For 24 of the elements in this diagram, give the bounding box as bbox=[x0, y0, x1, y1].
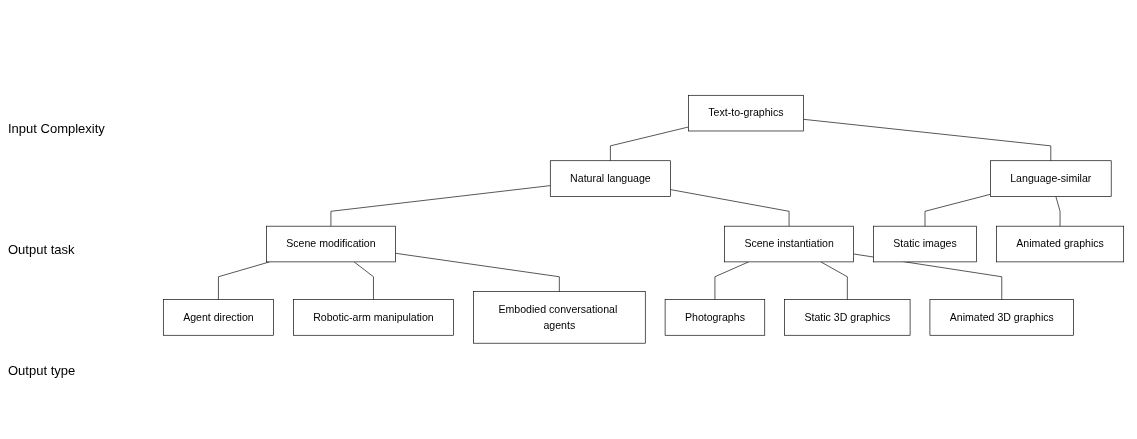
node-box: Text-to-graphics bbox=[688, 95, 804, 132]
connector bbox=[924, 194, 991, 227]
node-box: Animated graphics bbox=[996, 226, 1124, 263]
connector bbox=[330, 185, 551, 227]
node-box: Animated 3D graphics bbox=[929, 299, 1074, 336]
node-box: Scene modification bbox=[266, 226, 396, 263]
node-box: Embodied conversational agents bbox=[473, 291, 646, 344]
node-box: Language-similar bbox=[990, 160, 1112, 197]
connector bbox=[803, 119, 1052, 162]
node-box: Photographs bbox=[664, 299, 766, 336]
node-box: Natural language bbox=[549, 160, 671, 197]
node-box: Robotic-arm manipulation bbox=[293, 299, 454, 336]
node-box: Scene instantiation bbox=[724, 226, 854, 263]
row-label: Input Complexity bbox=[8, 121, 106, 136]
connector bbox=[670, 189, 790, 227]
node-box: Static images bbox=[873, 226, 977, 263]
connector bbox=[1055, 196, 1061, 227]
connector bbox=[395, 253, 560, 293]
node-box: Agent direction bbox=[163, 299, 274, 336]
row-label: Output type bbox=[8, 363, 77, 378]
node-box: Static 3D graphics bbox=[784, 299, 911, 336]
connector bbox=[353, 261, 374, 301]
connector bbox=[610, 126, 689, 162]
row-label: Output task bbox=[8, 242, 76, 257]
